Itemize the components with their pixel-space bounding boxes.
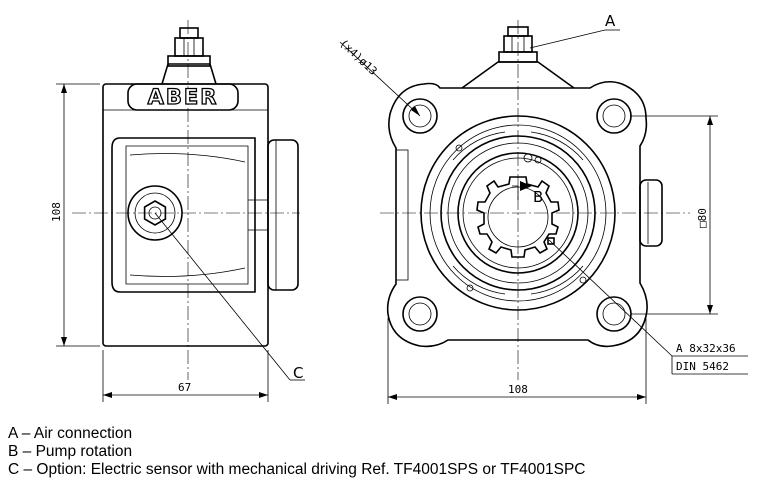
spline-standard: DIN 5462	[676, 360, 729, 373]
brand-logo: ABER	[148, 85, 219, 109]
front-view: B A (x4)ø13 □80 108	[337, 12, 748, 404]
legend-item-c: C – Option: Electric sensor with mechani…	[8, 461, 586, 478]
front-width-dim: 108	[508, 383, 528, 396]
legend-item-b: B – Pump rotation	[8, 443, 133, 460]
label-c: C	[293, 364, 303, 382]
side-height-dim: 108	[50, 202, 63, 222]
label-a: A	[605, 12, 616, 30]
side-view: ABER C 108 67	[50, 20, 305, 402]
spline-spec: A 8x32x36	[676, 342, 736, 355]
technical-drawing: ABER C 108 67	[50, 12, 748, 404]
holes-dim: (x4)ø13	[337, 37, 380, 78]
side-width-dim: 67	[178, 381, 191, 394]
label-b: B	[533, 188, 543, 206]
bolt-holes	[402, 98, 632, 332]
legend-item-a: A – Air connection	[8, 425, 133, 442]
square-dim: □80	[696, 208, 709, 228]
